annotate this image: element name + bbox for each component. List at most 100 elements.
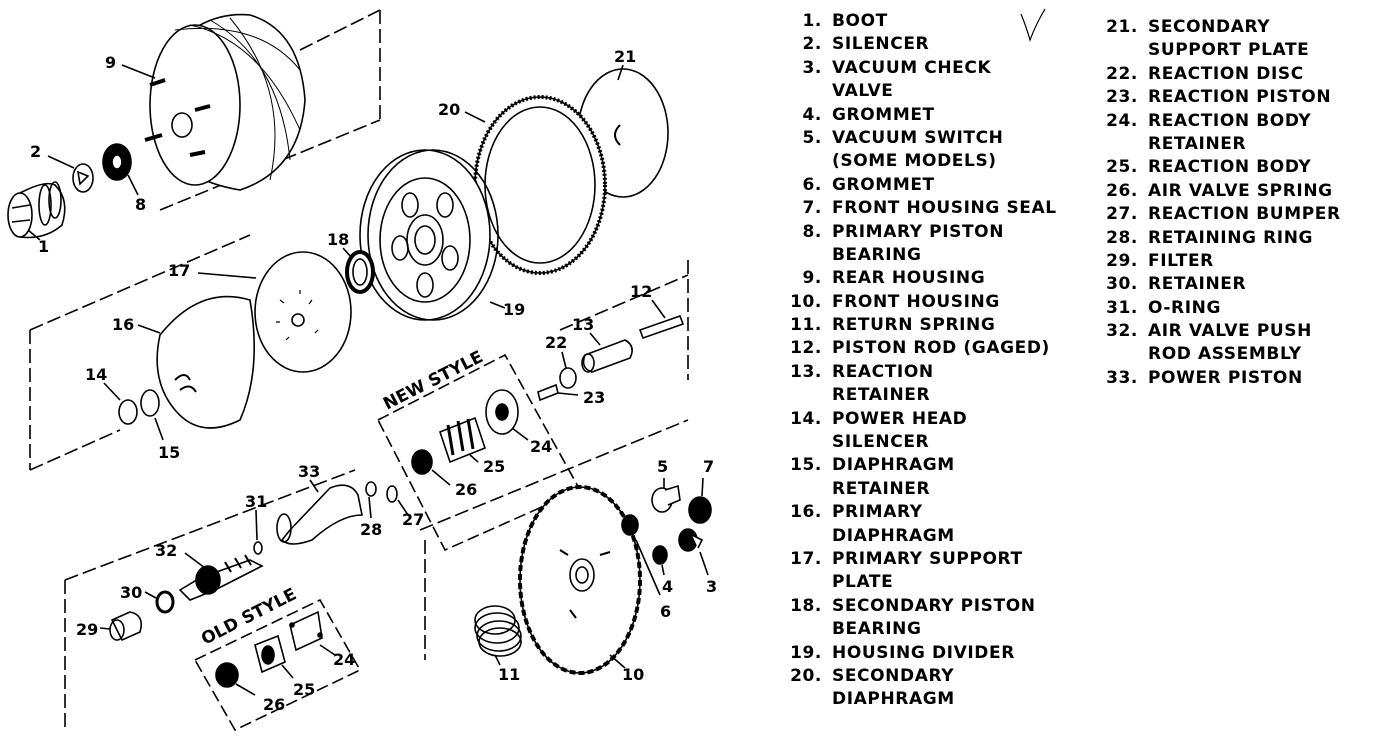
callout-21: 21	[614, 47, 636, 66]
legend-number: 15.	[790, 455, 822, 476]
filter	[99, 611, 143, 642]
legend-text: AIR VALVE PUSH	[1148, 321, 1312, 342]
legend-item: 10. FRONT HOUSING	[782, 291, 1082, 314]
legend-number: 13.	[790, 361, 822, 382]
legend-text: DIAPHRAGM	[832, 689, 955, 710]
legend-item: 18.SECONDARY PISTON	[782, 595, 1082, 618]
legend-text: REACTION BODY	[1148, 110, 1312, 131]
legend-text: POWER PISTON	[1148, 367, 1303, 388]
return-spring	[474, 605, 522, 666]
callout-26-old: 26	[263, 695, 285, 714]
legend-item: 29.FILTER	[1098, 250, 1368, 273]
legend-number: 18.	[790, 595, 822, 616]
callout-3: 3	[706, 577, 717, 596]
callout-25-new: 25	[483, 457, 505, 476]
air-valve-spring-new	[411, 449, 451, 486]
legend-number: 30.	[1106, 274, 1138, 295]
legend-number: 10.	[790, 291, 822, 312]
retaining-ring	[365, 481, 377, 519]
silencer	[47, 155, 94, 193]
legend-number: 24.	[1106, 110, 1138, 131]
callout-4: 4	[662, 577, 673, 596]
frame-diaphragm-group	[29, 234, 689, 531]
callout-10: 10	[622, 665, 644, 684]
legend-item-continuation: PLATE	[782, 571, 1082, 594]
legend-number: 16.	[790, 502, 822, 523]
legend-text: REACTION BODY	[1148, 157, 1312, 178]
callout-2: 2	[30, 142, 41, 161]
air-valve-spring-old	[215, 662, 256, 696]
new-style-label: NEW STYLE	[380, 347, 486, 414]
legend-item: 13.REACTION	[782, 361, 1082, 384]
legend-text: REACTION BUMPER	[1148, 204, 1341, 225]
legend-item-continuation: ROD ASSEMBLY	[1098, 343, 1368, 366]
legend-text: HOUSING DIVIDER	[832, 642, 1015, 663]
legend-number: 31.	[1106, 297, 1138, 318]
legend-number: 8.	[802, 221, 822, 242]
legend-item-continuation: DIAPHRAGM	[782, 525, 1082, 548]
rear-housing	[121, 13, 306, 191]
legend-text: AIR VALVE SPRING	[1148, 180, 1333, 201]
legend-item: 4.GROMMET	[782, 104, 1082, 127]
legend-item: 33.POWER PISTON	[1098, 367, 1368, 390]
legend-text: SILENCER	[832, 432, 930, 453]
callout-6: 6	[660, 602, 671, 621]
diaphragm-retainer	[140, 389, 164, 441]
legend-text: VALVE	[832, 81, 894, 102]
legend-item: 9.REAR HOUSING	[782, 267, 1082, 290]
legend-text: FRONT HOUSING	[832, 291, 1000, 312]
legend-item: 2.SILENCER	[782, 33, 1082, 56]
legend-number: 28.	[1106, 227, 1138, 248]
legend-text: REACTION DISC	[1148, 63, 1304, 84]
callout-13: 13	[572, 315, 594, 334]
legend-text: POWER HEAD	[832, 408, 968, 429]
reaction-body-new	[439, 416, 486, 464]
legend-number: 11.	[790, 315, 822, 336]
frame-front-group	[64, 469, 426, 730]
vacuum-switch	[651, 478, 681, 513]
callout-31: 31	[245, 492, 267, 511]
legend-item: 6.GROMMET	[782, 174, 1082, 197]
legend-text: PRIMARY SUPPORT	[832, 548, 1023, 569]
legend-number: 12.	[790, 338, 822, 359]
legend-text: O-RING	[1148, 297, 1222, 318]
legend-number: 29.	[1106, 250, 1138, 271]
legend-item-continuation: RETAINER	[1098, 133, 1368, 156]
legend-text: BOOT	[832, 11, 888, 31]
legend-item-continuation: DIAPHRAGM	[782, 688, 1082, 711]
front-housing	[518, 485, 642, 675]
legend-number: 6.	[802, 174, 822, 195]
power-piston	[276, 479, 363, 545]
callout-32: 32	[155, 541, 177, 560]
frame-old-style	[193, 598, 362, 732]
o-ring	[253, 509, 263, 555]
legend-text: VACUUM SWITCH	[832, 127, 1004, 148]
legend-text: SECONDARY	[1148, 17, 1271, 37]
legend-item: 7.FRONT HOUSING SEAL	[782, 197, 1082, 220]
power-head-silencer	[103, 382, 138, 425]
legend-number: 26.	[1106, 180, 1138, 201]
legend-item-continuation: VALVE	[782, 80, 1082, 103]
callout-12: 12	[630, 282, 652, 301]
callout-19: 19	[503, 300, 525, 319]
callout-14: 14	[85, 365, 107, 384]
legend-text: PRIMARY	[832, 502, 923, 523]
callout-9: 9	[105, 53, 116, 72]
legend-number: 14.	[790, 408, 822, 429]
legend-item: 23.REACTION PISTON	[1098, 86, 1368, 109]
callout-26-new: 26	[455, 480, 477, 499]
callout-18: 18	[327, 230, 349, 249]
legend-number: 7.	[802, 198, 822, 219]
callout-24-old: 24	[333, 650, 355, 669]
legend-text: PISTON ROD (GAGED)	[832, 338, 1050, 359]
legend-text: REACTION PISTON	[1148, 87, 1332, 108]
legend-number: 2.	[802, 34, 822, 55]
legend-number: 3.	[802, 57, 822, 78]
primary-diaphragm	[137, 295, 256, 429]
callout-25-old: 25	[293, 680, 315, 699]
legend-number: 1.	[802, 11, 822, 31]
legend-text: RETURN SPRING	[832, 315, 996, 336]
legend-text: BEARING	[832, 619, 922, 640]
housing-divider	[359, 149, 506, 321]
